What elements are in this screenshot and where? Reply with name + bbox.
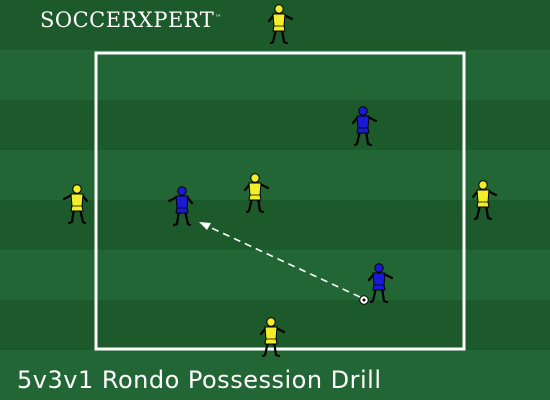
pitch-stripe xyxy=(0,100,550,150)
pass-arrow xyxy=(199,222,361,298)
brand-logo-right: PERT xyxy=(153,8,215,32)
yellow-player-icon xyxy=(62,184,89,225)
pitch-stripe xyxy=(0,150,550,200)
blue-player-icon xyxy=(367,263,394,304)
pitch-stripe xyxy=(0,250,550,300)
yellow-player-icon xyxy=(471,180,498,221)
yellow-player-icon xyxy=(259,317,286,358)
drill-title: 5v3v1 Rondo Possession Drill xyxy=(17,366,382,394)
pitch-stripe xyxy=(0,350,550,400)
blue-player-icon xyxy=(167,186,194,227)
pitch-stripe xyxy=(0,50,550,100)
pass-dashed-line xyxy=(204,224,361,298)
arrow-head-icon xyxy=(199,222,211,230)
trademark-symbol: ™ xyxy=(215,14,222,21)
players-layer xyxy=(62,4,498,358)
yellow-player-icon xyxy=(267,4,294,45)
brand-logo-mark: X xyxy=(137,8,154,32)
drill-grid-boundary xyxy=(94,51,466,351)
brand-logo-left: SOCCER xyxy=(40,8,138,32)
soccer-ball-icon xyxy=(359,295,369,305)
blue-player-icon xyxy=(351,106,378,147)
pitch-stripe xyxy=(0,200,550,250)
brand-logo: SOCCERXPERT™ xyxy=(40,8,222,32)
yellow-player-icon xyxy=(243,173,270,214)
